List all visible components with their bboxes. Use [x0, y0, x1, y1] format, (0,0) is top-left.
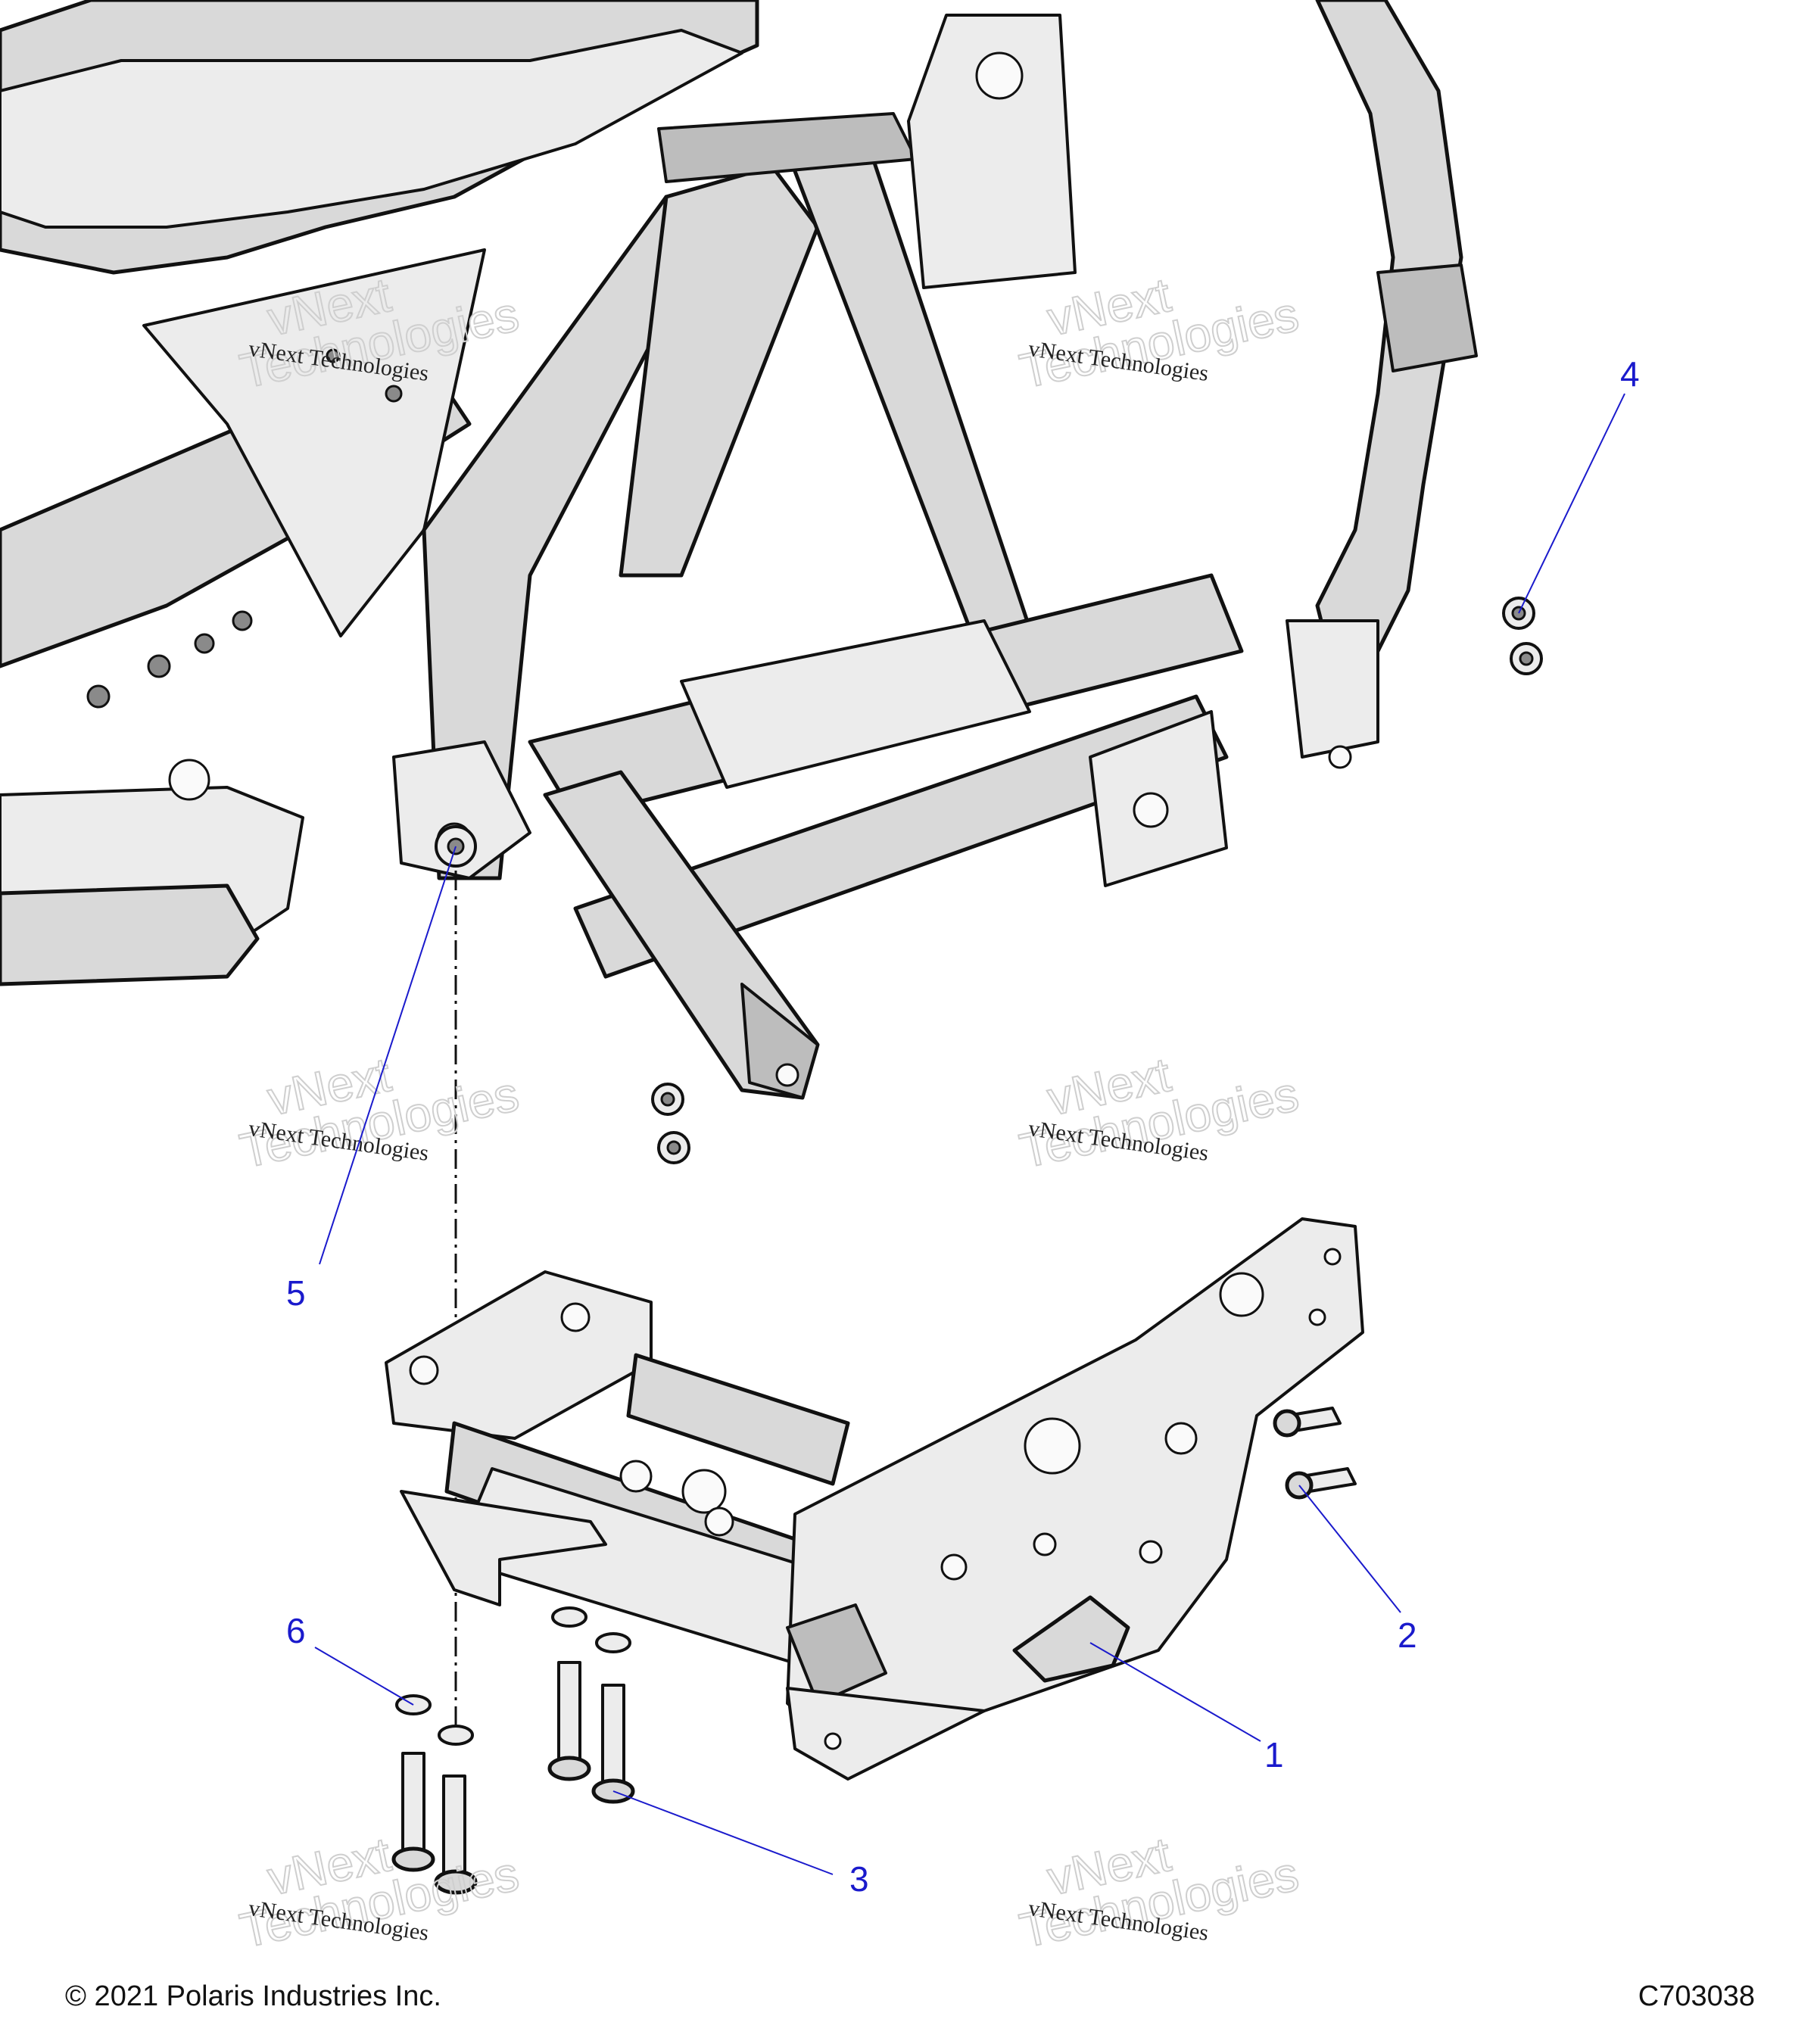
callout-5: 5 [286, 1273, 306, 1313]
leader-4 [1518, 393, 1625, 614]
figure-code: C703038 [1638, 1980, 1755, 2012]
nuts-loose [651, 1083, 690, 1164]
leader-5 [319, 846, 457, 1265]
nuts-4 [1502, 597, 1543, 675]
leader-6 [314, 1647, 414, 1706]
mount-bracket-assembly [385, 1217, 1364, 1781]
callout-1: 1 [1264, 1735, 1284, 1774]
bolts-washers-3 [547, 1606, 635, 1804]
callout-2: 2 [1398, 1616, 1417, 1655]
bolts-washers-6 [391, 1694, 478, 1895]
copyright-text: © 2021 Polaris Industries Inc. [65, 1980, 441, 2012]
vehicle-frame [0, 0, 1478, 1100]
callout-3: 3 [849, 1859, 869, 1899]
callout-4: 4 [1620, 354, 1640, 394]
leader-2 [1298, 1485, 1401, 1613]
callout-6: 6 [286, 1611, 306, 1650]
callouts: 1 2 3 4 5 6 [286, 354, 1640, 1899]
leader-3 [612, 1790, 834, 1875]
bolts-2 [1273, 1407, 1357, 1500]
leader-1 [1089, 1642, 1261, 1742]
